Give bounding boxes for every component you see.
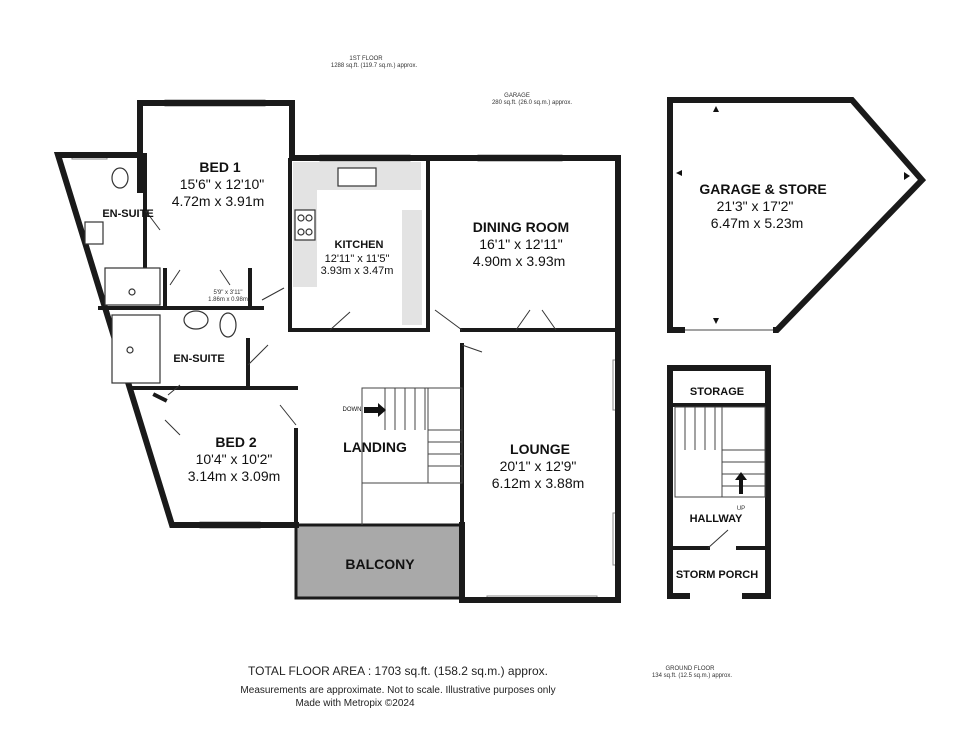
door-ensuite2	[247, 344, 269, 366]
garage-walls	[667, 97, 927, 333]
toilet-2-icon	[219, 312, 237, 338]
door-bed1	[261, 287, 285, 301]
ensuite1-name: EN-SUITE	[102, 208, 153, 220]
door-dining-lounge	[515, 309, 557, 331]
door-bed2-wardrobe	[164, 384, 181, 436]
basin-icon	[84, 221, 104, 245]
sink-icon	[337, 167, 377, 187]
marker-bottom-icon	[713, 318, 719, 324]
garage-plan: GARAGE & STORE 21'3" x 17'2" 6.47m x 5.2…	[667, 97, 927, 334]
lounge-imperial: 20'1" x 12'9"	[500, 458, 577, 474]
lounge-metric: 6.12m x 3.88m	[492, 475, 585, 491]
kitchen-imperial: 12'11" x 11'5"	[325, 253, 390, 265]
ground-floor-area: 134 sq.ft. (12.5 sq.m.) approx.	[652, 673, 732, 679]
kitchen-counter-right	[402, 210, 422, 325]
door-kitchen	[329, 311, 351, 331]
door-porch	[707, 529, 729, 549]
bed2-name: BED 2	[215, 434, 256, 450]
marker-right-icon	[904, 172, 910, 180]
wall-bed2-left-inner	[152, 392, 168, 403]
down-arrow-icon	[364, 403, 386, 417]
staircase-ground-floor	[674, 406, 766, 498]
wardrobe-imperial: 5'9" x 3'11"	[213, 290, 242, 296]
outer-wall-dining	[422, 155, 621, 603]
door-bed2	[279, 404, 297, 426]
landing-name: LANDING	[343, 439, 407, 455]
door-lounge	[461, 344, 483, 353]
hob-icon	[294, 209, 316, 241]
wardrobe-metric: 1.86m x 0.98m	[208, 297, 248, 303]
shower-tray-2-icon	[111, 314, 161, 384]
marker-top-icon	[713, 106, 719, 112]
first-floor-plan: BED 1 15'6" x 12'10" 4.72m x 3.91m EN-SU…	[53, 99, 621, 603]
bed1-name: BED 1	[199, 159, 240, 175]
door-dining-landing	[434, 309, 463, 331]
bed1-imperial: 15'6" x 12'10"	[180, 176, 265, 192]
ground-floor-walls	[667, 365, 771, 599]
dining-name: DINING ROOM	[473, 219, 569, 235]
dining-imperial: 16'1" x 12'11"	[479, 236, 563, 252]
disclaimer: Measurements are approximate. Not to sca…	[240, 685, 555, 696]
made-with: Made with Metropix ©2024	[295, 698, 415, 709]
basin-2-icon	[183, 310, 209, 330]
total-floor-area: TOTAL FLOOR AREA : 1703 sq.ft. (158.2 sq…	[248, 664, 548, 678]
balcony-name: BALCONY	[345, 556, 415, 572]
kitchen-name: KITCHEN	[335, 239, 384, 251]
garage-heading: GARAGE	[504, 93, 530, 99]
bed1-metric: 4.72m x 3.91m	[172, 193, 265, 209]
garage-metric: 6.47m x 5.23m	[711, 215, 804, 231]
porch-name: STORM PORCH	[676, 569, 758, 581]
door-ensuite1	[144, 209, 161, 231]
landing-down-label: DOWN	[343, 407, 362, 413]
first-floor-area: 1288 sq.ft. (119.7 sq.m.) approx.	[331, 63, 418, 69]
garage-imperial: 21'3" x 17'2"	[717, 198, 794, 214]
hallway-up-label: UP	[737, 506, 745, 512]
garage-name: GARAGE & STORE	[699, 181, 826, 197]
shower-tray-icon	[104, 267, 161, 306]
ground-floor-heading: GROUND FLOOR	[665, 666, 715, 672]
kitchen-metric: 3.93m x 3.47m	[321, 265, 394, 277]
ground-floor-plan: STORAGE UP HALLWAY STORM PORCH	[667, 365, 771, 600]
dining-metric: 4.90m x 3.93m	[473, 253, 566, 269]
lounge-name: LOUNGE	[510, 441, 570, 457]
ensuite2-name: EN-SUITE	[173, 353, 224, 365]
up-arrow-icon	[735, 472, 747, 494]
marker-left-icon	[676, 170, 682, 176]
bed2-imperial: 10'4" x 10'2"	[196, 451, 273, 467]
storage-name: STORAGE	[690, 386, 744, 398]
garage-area: 280 sq.ft. (26.0 sq.m.) approx.	[492, 100, 572, 106]
first-floor-heading: 1ST FLOOR	[349, 56, 383, 62]
bed2-metric: 3.14m x 3.09m	[188, 468, 281, 484]
balcony-area	[294, 523, 464, 600]
toilet-icon	[111, 167, 129, 189]
hallway-name: HALLWAY	[690, 513, 743, 525]
outer-wall-bed1	[137, 100, 428, 193]
door-wardrobe	[169, 269, 231, 286]
staircase-first-floor	[361, 387, 463, 525]
